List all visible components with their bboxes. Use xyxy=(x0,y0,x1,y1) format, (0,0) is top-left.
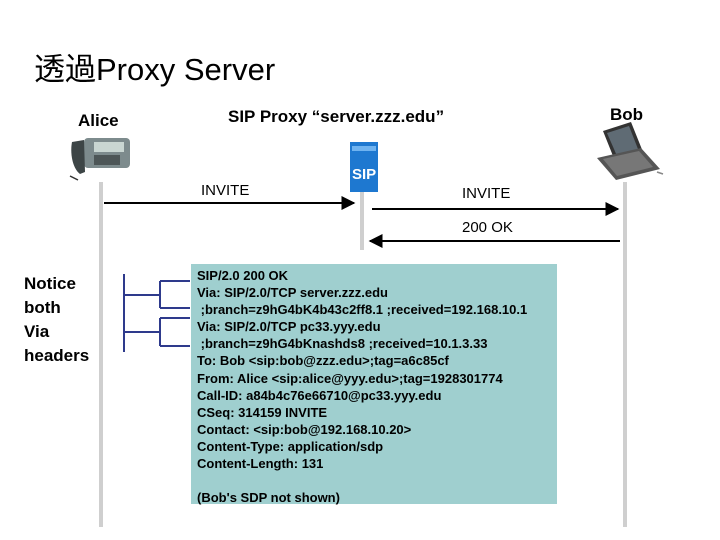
sip-line-via-1: Via: SIP/2.0/TCP server.zzz.edu xyxy=(197,285,389,301)
alice-label: Alice xyxy=(78,111,119,130)
via-bracket-2 xyxy=(124,317,190,347)
notice-line: Notice xyxy=(24,274,76,293)
notice-line: both xyxy=(24,298,61,317)
sip-line-from: From: Alice <sip:alice@yyy.edu>;tag=1928… xyxy=(197,370,503,386)
sip-line-via-2-params: ;branch=z9hG4bKnashds8 ;received=10.1.3.… xyxy=(197,336,488,352)
sip-line-cseq: CSeq: 314159 INVITE xyxy=(197,404,328,420)
page-title: 透過Proxy Server xyxy=(34,52,276,87)
sip-line-via-1-params: ;branch=z9hG4bK4b43c2ff8.1 ;received=192… xyxy=(197,302,528,318)
sip-line-status: SIP/2.0 200 OK xyxy=(197,268,289,283)
ok-label: 200 OK xyxy=(462,219,513,236)
sip-line-to: To: Bob <sip:bob@zzz.edu>;tag=a6c85cf xyxy=(197,353,449,369)
server-icon: SIP xyxy=(350,142,378,192)
server-logo-text: SIP xyxy=(352,166,376,183)
via-bracket-1 xyxy=(124,280,190,309)
invite-label-1: INVITE xyxy=(201,182,250,199)
alice-lifeline xyxy=(99,182,103,527)
notice-line: Via xyxy=(24,322,50,341)
sip-line-call-id: Call-ID: a84b4c76e66710@pc33.yyy.edu xyxy=(197,387,442,403)
laptop-icon xyxy=(597,122,664,180)
proxy-lifeline xyxy=(360,190,364,250)
sip-line-contact: Contact: <sip:bob@192.168.10.20> xyxy=(197,421,412,437)
bob-label: Bob xyxy=(610,105,644,124)
sip-line-content-length: Content-Length: 131 xyxy=(197,456,324,472)
notice-line: headers xyxy=(24,346,90,365)
proxy-label: SIP Proxy “server.zzz.edu” xyxy=(228,107,445,126)
sip-message-box: SIP/2.0 200 OK Via: SIP/2.0/TCP server.z… xyxy=(191,264,557,506)
sip-line-content-type: Content-Type: application/sdp xyxy=(197,438,384,454)
invite-label-2: INVITE xyxy=(462,185,511,202)
notice-text: Notice both Via headers xyxy=(24,272,89,368)
bob-lifeline xyxy=(623,182,627,527)
phone-icon xyxy=(69,138,130,181)
sip-line-sdp-note: (Bob's SDP not shown) xyxy=(197,490,340,506)
sip-line-via-2: Via: SIP/2.0/TCP pc33.yyy.edu xyxy=(197,319,381,335)
